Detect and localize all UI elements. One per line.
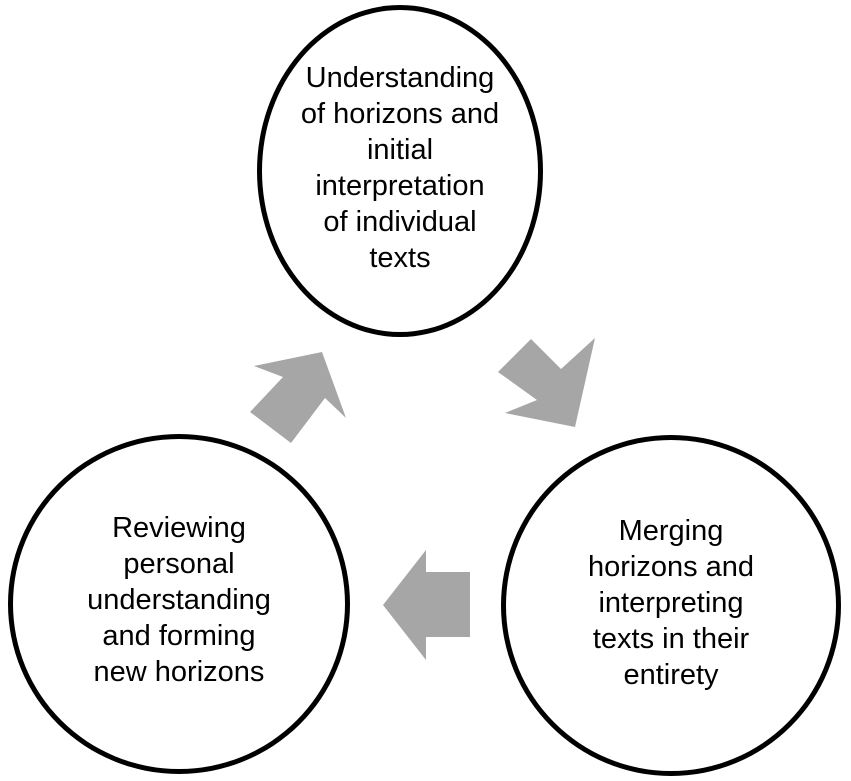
node-left-line: and forming <box>102 620 256 652</box>
node-right-line: interpreting <box>598 586 744 619</box>
node-understanding-horizons: Understanding of horizons and initial in… <box>257 5 543 337</box>
node-left-line: Reviewing <box>112 512 246 544</box>
node-right-line: entirety <box>623 658 719 691</box>
node-left-text: Reviewing personal understanding and for… <box>87 510 271 690</box>
arrow-top-to-right <box>498 338 595 427</box>
node-right-line: Merging <box>618 514 724 547</box>
node-top-line: texts <box>369 242 431 274</box>
node-top-text: Understanding of horizons and initial in… <box>301 60 499 276</box>
node-right-line: horizons and <box>587 550 755 583</box>
node-top-line: of horizons and <box>300 98 500 130</box>
node-top-line: initial <box>366 134 434 166</box>
node-top-line: of individual <box>323 206 477 238</box>
node-top-line: Understanding <box>305 62 495 94</box>
node-top-line: interpretation <box>315 170 485 202</box>
node-right-line: texts in their <box>592 622 750 655</box>
node-reviewing-understanding: Reviewing personal understanding and for… <box>8 434 350 774</box>
arrow-left-to-top <box>250 352 346 443</box>
node-left-line: understanding <box>87 584 271 616</box>
node-left-line: personal <box>123 548 235 580</box>
arrow-right-to-left <box>383 550 470 660</box>
node-left-line: new horizons <box>93 656 265 688</box>
node-merging-horizons: Merging horizons and interpreting texts … <box>501 435 841 776</box>
node-right-text: Merging horizons and interpreting texts … <box>588 513 754 693</box>
